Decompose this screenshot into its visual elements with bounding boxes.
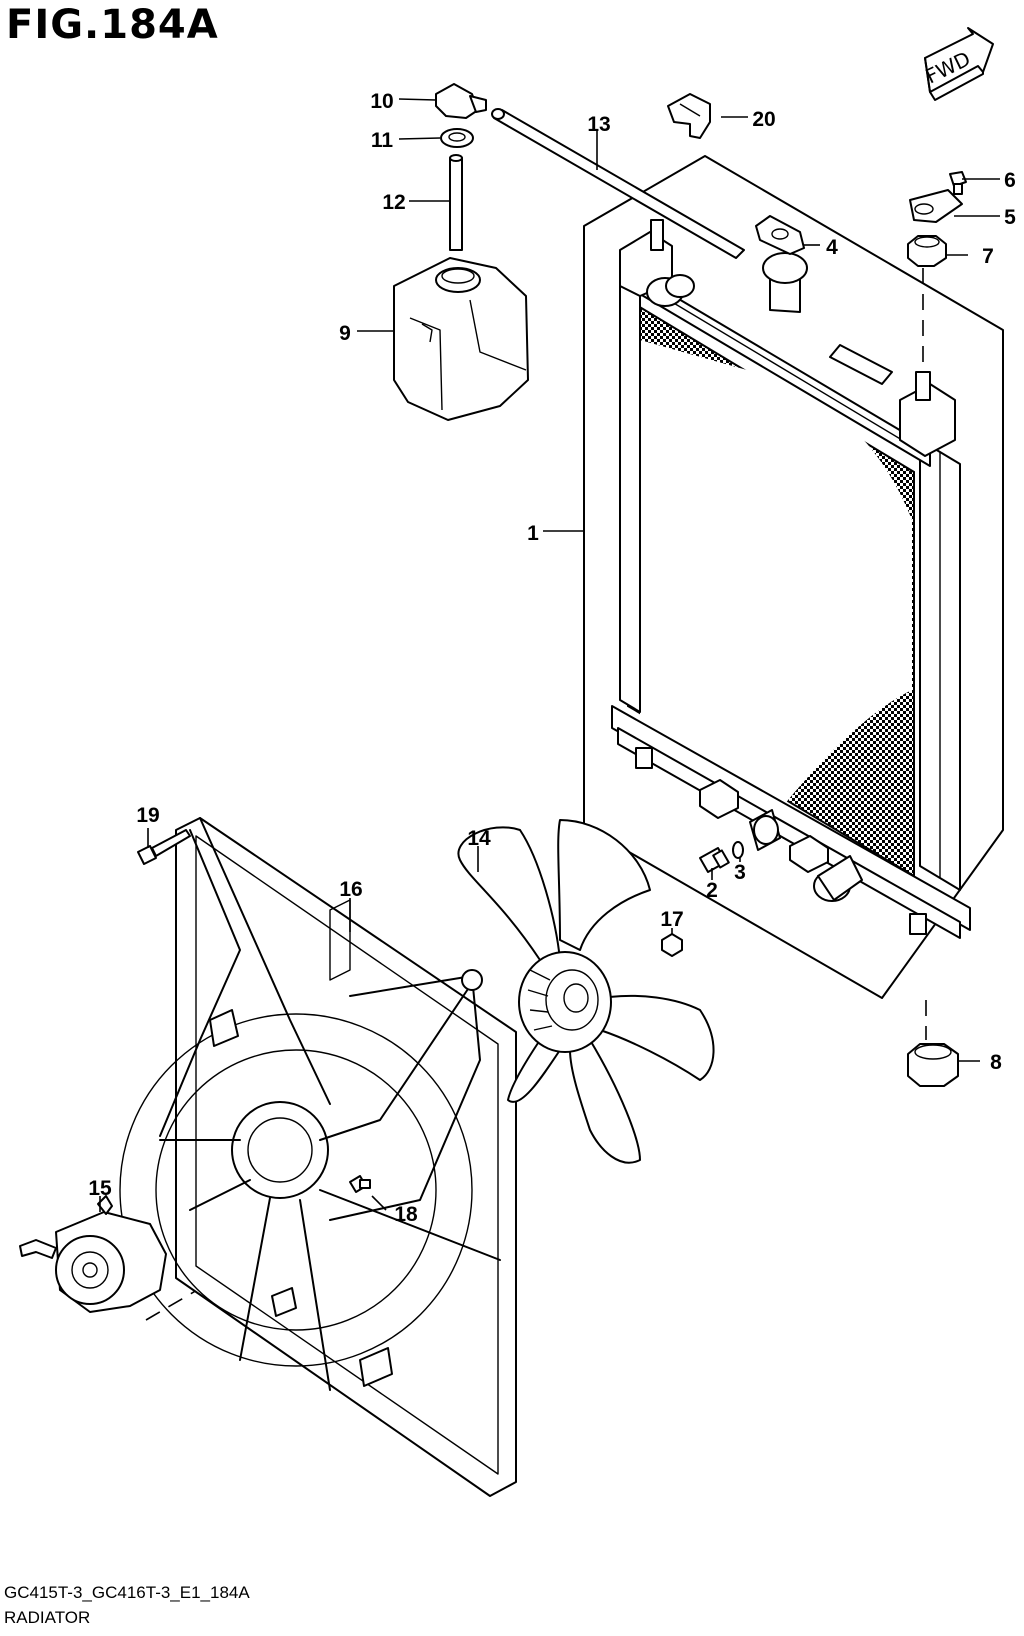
callout-2: 2	[706, 879, 718, 902]
bolt-part	[949, 171, 967, 195]
fwd-arrow-icon: FWD	[922, 27, 994, 101]
lower-cushion-part	[907, 1043, 959, 1087]
assembly-name: RADIATOR	[4, 1608, 91, 1627]
callout-10: 10	[370, 90, 393, 113]
fan-motor-part	[19, 1195, 167, 1313]
callout-5: 5	[1004, 206, 1016, 229]
upper-bracket-part	[909, 189, 963, 223]
callout-16: 16	[339, 878, 362, 901]
callout-6: 6	[1004, 169, 1016, 192]
drain-plug-part	[699, 847, 730, 873]
upper-cushion-part	[907, 235, 947, 267]
nut-part	[661, 933, 683, 957]
callout-3: 3	[734, 861, 746, 884]
callout-14: 14	[467, 827, 491, 850]
callout-11: 11	[371, 129, 394, 152]
callout-13: 13	[587, 113, 610, 136]
callout-4: 4	[826, 236, 838, 259]
radiator-cap-part	[755, 215, 805, 255]
callout-9: 9	[339, 322, 351, 345]
leader-lines	[99, 98, 1000, 1212]
screw-part	[349, 1175, 371, 1193]
tank-cap-part	[435, 83, 487, 119]
callout-18: 18	[394, 1203, 418, 1226]
cap-seal-part	[440, 128, 474, 148]
drawing-code: GC415T-3_GC416T-3_E1_184A	[4, 1583, 250, 1602]
callout-1: 1	[527, 522, 539, 545]
callout-8: 8	[990, 1051, 1002, 1074]
hose-clamp-part	[667, 93, 711, 139]
callout-20: 20	[752, 108, 775, 131]
callout-12: 12	[382, 191, 405, 214]
radiator-assembly	[611, 219, 971, 939]
fan-shroud-part	[119, 817, 517, 1497]
overflow-hose-part	[491, 108, 745, 259]
o-ring-part	[732, 841, 744, 859]
cooling-fan-part	[457, 819, 715, 1164]
figure-title: FIG.184A	[6, 2, 219, 48]
callout-19: 19	[136, 804, 159, 827]
bolt-part	[137, 829, 191, 865]
reservoir-hose-part	[449, 154, 463, 251]
callout-17: 17	[660, 908, 683, 931]
callout-labels: 1 2 3 4 5 6 7 8 9 10 11 12 13 14 15 16 1…	[88, 90, 1016, 1226]
callout-15: 15	[88, 1177, 112, 1200]
reservoir-tank-part	[393, 257, 529, 421]
callout-7: 7	[982, 245, 994, 268]
